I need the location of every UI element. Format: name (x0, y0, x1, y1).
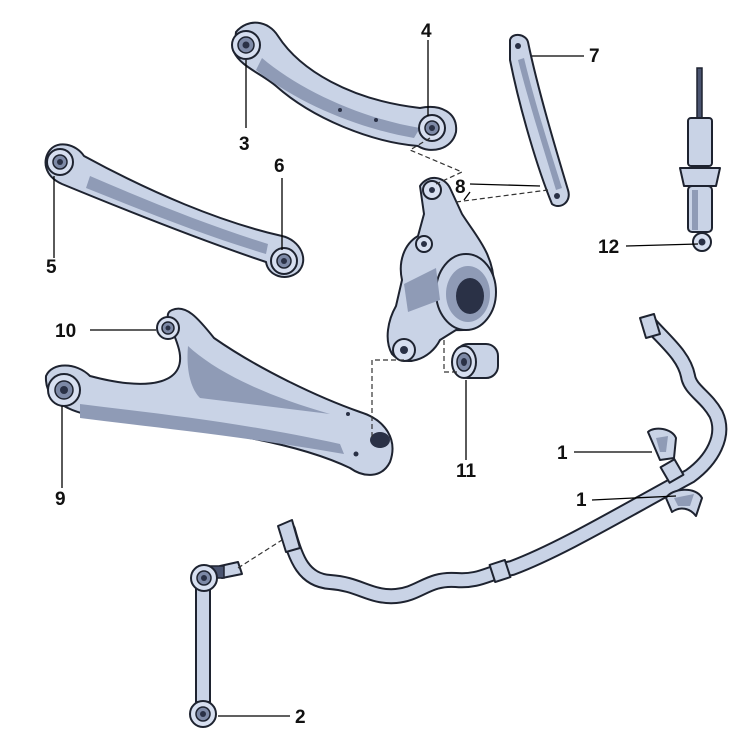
lower-straight-arm (44, 143, 305, 278)
lower-wishbone (44, 307, 394, 476)
shock-absorber (679, 67, 721, 252)
anti-roll-bar (277, 313, 728, 605)
bushing (451, 343, 499, 379)
callout-12: 12 (598, 237, 619, 258)
callout-labels: 4 3 7 6 8 5 12 10 1 11 9 1 2 (46, 21, 619, 728)
callout-9: 9 (55, 489, 66, 510)
bar-clamp-upper (647, 427, 677, 461)
toe-link (509, 34, 570, 208)
callout-8: 8 (455, 177, 466, 198)
wheel-carrier (386, 177, 497, 363)
callout-6: 6 (274, 156, 285, 177)
callout-10: 10 (55, 321, 76, 342)
callout-1-upper: 1 (557, 443, 568, 464)
callout-2: 2 (295, 707, 306, 728)
upper-curved-arm (231, 21, 458, 151)
callout-3: 3 (239, 134, 250, 155)
leader-lines (53, 40, 699, 717)
callout-5: 5 (46, 257, 57, 278)
callout-4: 4 (421, 21, 432, 42)
callout-1-lower: 1 (576, 490, 587, 511)
drop-link (189, 561, 243, 728)
callout-7: 7 (589, 46, 600, 67)
bar-clamp-lower (665, 488, 703, 517)
assembly-guide-lines (237, 137, 549, 569)
callout-11: 11 (456, 461, 477, 482)
